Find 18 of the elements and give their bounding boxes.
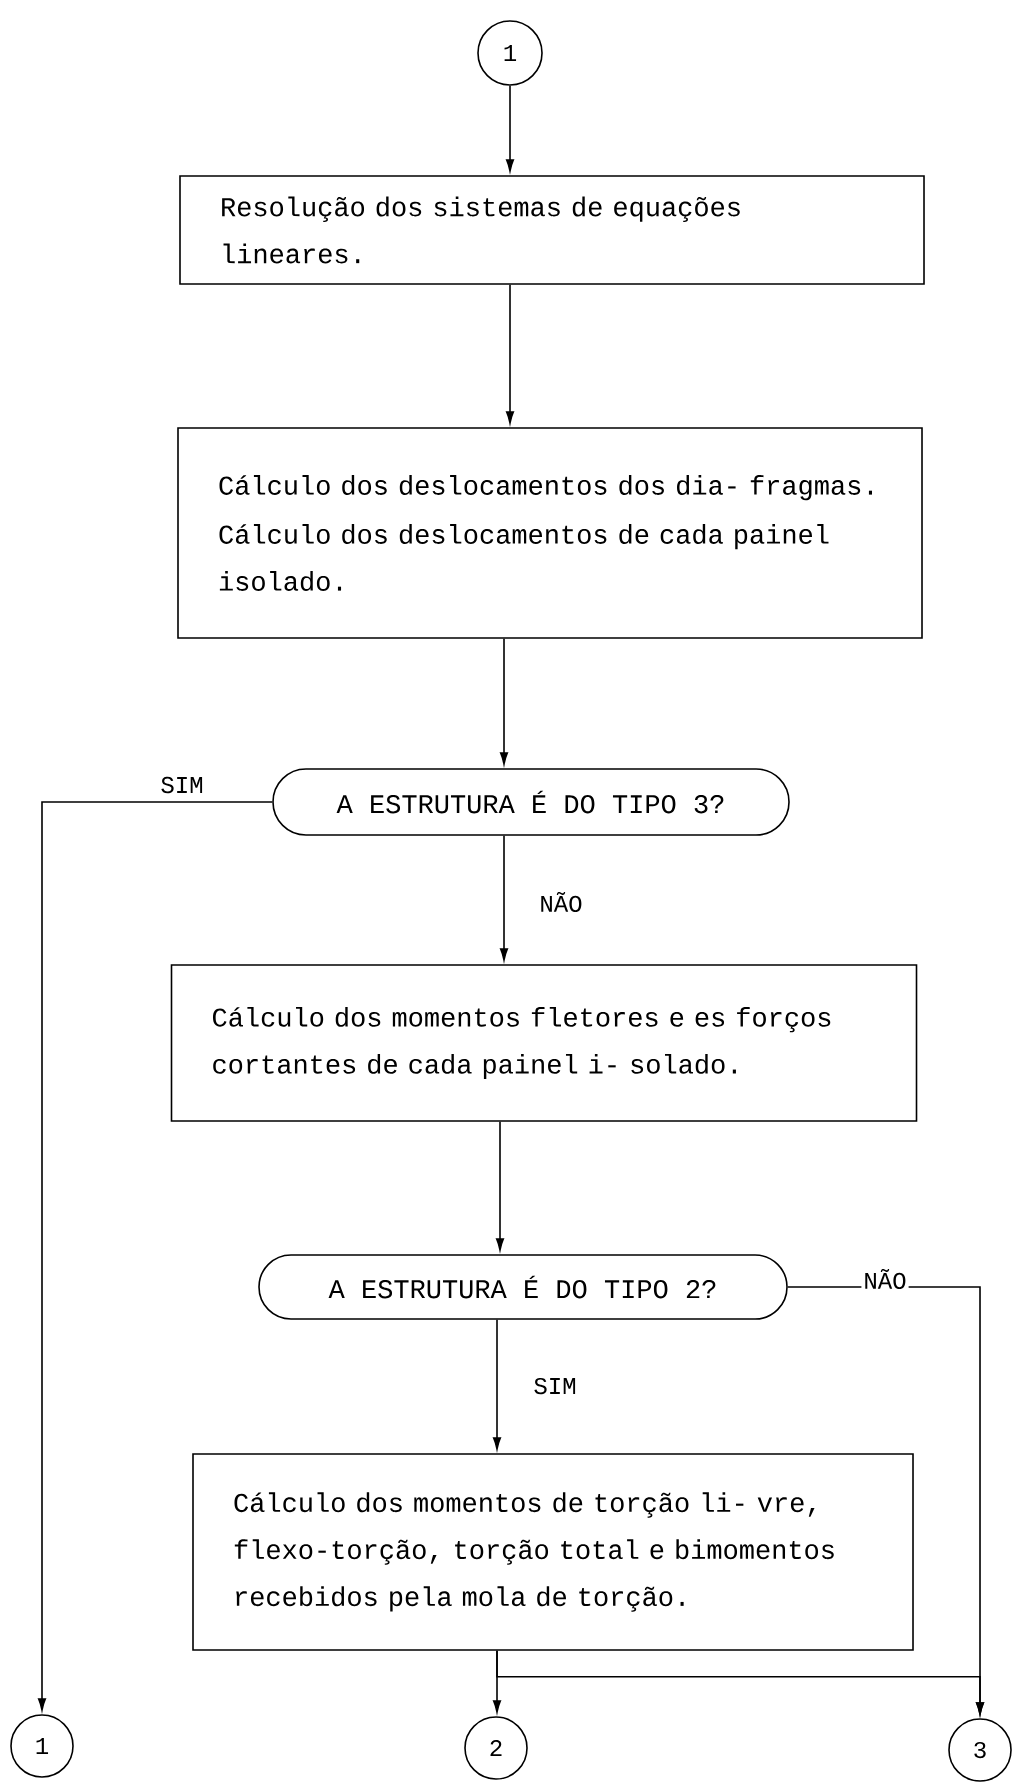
process-box: Cálculo dos momentos fletores e es forços cortantes de cada painel i- solado. <box>170 964 918 1122</box>
arrow <box>492 1319 502 1450</box>
edge-label: NÃO <box>537 889 585 915</box>
process-box: Cálculo dos deslocamentos dos dia- fragmas. Cálculo dos deslocamentos de cada painel isolado. <box>177 427 923 639</box>
arrow <box>505 284 515 424</box>
process-box: Resolução dos sistemas de equações lineares. <box>179 175 925 285</box>
process-box: Cálculo dos momentos de torção li- vre, flexo-torção, torção total e bimomentos recebidos pela mola de torção. <box>192 1453 914 1651</box>
decision-terminal: A ESTRUTURA É DO TIPO 2? <box>258 1254 788 1320</box>
edge-label: SIM <box>531 1375 579 1397</box>
arrow <box>505 85 515 172</box>
arrow <box>37 801 273 1711</box>
edge-label: SIM <box>158 774 206 796</box>
arrow <box>495 1121 505 1251</box>
arrow <box>499 638 509 765</box>
arrow <box>496 1650 985 1715</box>
edge-label: NÃO <box>861 1267 909 1292</box>
arrow <box>499 835 509 961</box>
decision-terminal: A ESTRUTURA É DO TIPO 3? <box>272 768 790 836</box>
